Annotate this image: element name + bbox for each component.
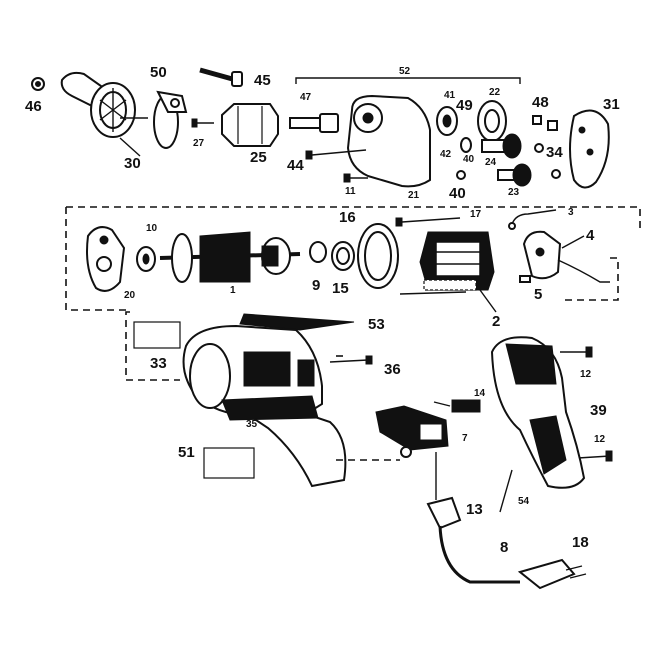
label-33: 33 <box>150 355 167 372</box>
part-36-screw <box>329 355 373 365</box>
label-27: 27 <box>193 138 205 149</box>
label-46: 46 <box>25 98 42 115</box>
part-45-chuck-key <box>199 67 243 87</box>
label-22: 22 <box>489 87 501 98</box>
part-22-bearing <box>477 100 507 142</box>
label-7: 7 <box>462 433 468 444</box>
label-4: 4 <box>586 227 595 244</box>
part-49-bearing <box>436 106 458 136</box>
label-24: 24 <box>485 157 497 168</box>
label-41: 41 <box>444 90 456 101</box>
part-11-screw <box>343 173 368 183</box>
part-13-cord-protector <box>426 496 462 530</box>
part-50-clamp-band <box>153 90 188 149</box>
part-7-switch <box>375 405 449 458</box>
part-48-pin <box>532 115 558 131</box>
label-23: 23 <box>508 187 520 198</box>
part-39-handle-half <box>490 336 586 489</box>
label-5: 5 <box>534 286 542 303</box>
label-20: 20 <box>124 290 136 301</box>
label-42: 42 <box>440 149 452 160</box>
label-39: 39 <box>590 402 607 419</box>
label-31: 31 <box>603 96 620 113</box>
label-15: 15 <box>332 280 349 297</box>
label-12a: 12 <box>580 369 592 380</box>
part-23-gear <box>497 163 532 187</box>
label-1: 1 <box>230 285 236 296</box>
part-42-washer <box>460 137 472 153</box>
label-12b: 12 <box>594 434 606 445</box>
label-8: 8 <box>500 539 508 556</box>
label-35: 35 <box>246 419 258 430</box>
label-34: 34 <box>546 144 563 161</box>
label-30: 30 <box>124 155 141 172</box>
label-40a: 40 <box>463 154 475 165</box>
label-40b: 40 <box>449 185 466 202</box>
part-24-gear <box>481 133 522 159</box>
part-27-screw <box>191 118 214 128</box>
label-11: 11 <box>345 186 356 197</box>
part-33-label-plate <box>133 321 181 349</box>
label-36: 36 <box>384 361 401 378</box>
part-2-field <box>399 231 495 295</box>
part-40-ball <box>456 170 466 180</box>
label-10: 10 <box>146 223 158 234</box>
part-5-brush <box>519 275 531 283</box>
label-45: 45 <box>254 72 271 89</box>
group-box-armature <box>65 206 641 311</box>
label-53: 53 <box>368 316 385 333</box>
label-44: 44 <box>287 157 304 174</box>
label-3: 3 <box>568 207 574 218</box>
label-50: 50 <box>150 64 167 81</box>
part-17-screw <box>395 217 461 227</box>
part-15-baffle <box>331 241 355 271</box>
part-8-cord <box>435 452 520 584</box>
label-9: 9 <box>312 277 320 294</box>
part-35-motor-housing <box>182 324 347 488</box>
part-3-spring <box>508 209 557 230</box>
group-box-housing <box>125 311 180 381</box>
label-13: 13 <box>466 501 483 518</box>
part-34-pin <box>534 143 561 179</box>
label-18: 18 <box>572 534 589 551</box>
part-16-ring <box>357 223 399 289</box>
part-25-chuck <box>221 103 279 147</box>
part-1-armature <box>159 231 301 283</box>
part-12-screw-bottom <box>577 450 613 462</box>
label-51: 51 <box>178 444 195 461</box>
label-17: 17 <box>470 209 482 220</box>
label-16: 16 <box>339 209 356 226</box>
part-54-rod <box>499 469 513 513</box>
part-4-brush-holder <box>522 230 610 283</box>
part-9-bearing <box>309 241 327 263</box>
part-53-nameplate-strip <box>239 313 355 331</box>
part-21-gear-case <box>346 94 431 188</box>
part-14-switch-lock <box>433 399 481 413</box>
label-48: 48 <box>532 94 549 111</box>
part-44-screw <box>305 149 367 160</box>
label-2: 2 <box>492 313 500 330</box>
part-12-screw-top <box>560 346 593 358</box>
label-21: 21 <box>408 190 420 201</box>
label-54: 54 <box>518 496 530 507</box>
label-52: 52 <box>399 66 411 77</box>
label-49: 49 <box>456 97 473 114</box>
label-47: 47 <box>300 92 312 103</box>
part-47-spindle <box>289 113 339 133</box>
part-51-label-plate <box>203 447 255 479</box>
part-46-knob-nut <box>31 77 45 91</box>
part-31-gear-plate <box>569 109 610 189</box>
part-18-plug <box>517 558 587 590</box>
part-20-bearing-housing <box>86 226 126 292</box>
group-bracket-52 <box>295 77 521 84</box>
part-30-side-handle <box>60 71 148 138</box>
label-14: 14 <box>474 388 486 399</box>
part-10-bearing <box>136 246 156 272</box>
label-25: 25 <box>250 149 267 166</box>
